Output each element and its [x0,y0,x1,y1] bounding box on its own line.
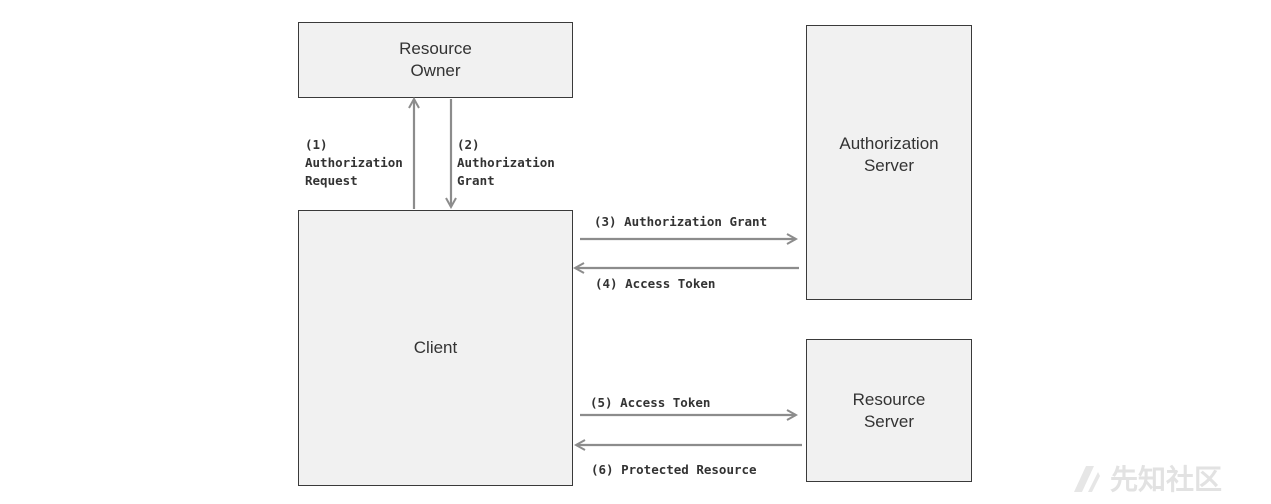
authorization-request-label: (1) Authorization Request [305,137,403,188]
access-token-auth-label: (4) Access Token [595,276,716,291]
authorization-server-label-line2: Server [863,155,915,175]
authorization-server-node: Authorization Server [806,25,972,300]
resource-owner-label-line1: Resource [399,39,472,58]
resource-owner-label-line2: Owner [410,61,461,80]
watermark-text: 先知社区 [1110,463,1223,496]
authorization-grant-label: (3) Authorization Grant [594,214,768,229]
client-node: Client [298,210,573,486]
resource-owner-node: Resource Owner [298,22,573,98]
authorization-grant-owner-label: (2) Authorization Grant [457,137,555,188]
watermark-logo-icon [1074,466,1100,492]
protected-resource-label: (6) Protected Resource [591,462,757,477]
client-label: Client [413,338,458,357]
watermark: 先知社区 [1072,458,1222,498]
resource-server-label-line1: Resource [852,389,926,409]
access-token-resource-label: (5) Access Token [590,395,711,410]
resource-server-node: Resource Server [806,339,972,482]
authorization-server-label-line1: Authorization [839,133,939,153]
resource-server-label-line2: Server [863,411,915,431]
